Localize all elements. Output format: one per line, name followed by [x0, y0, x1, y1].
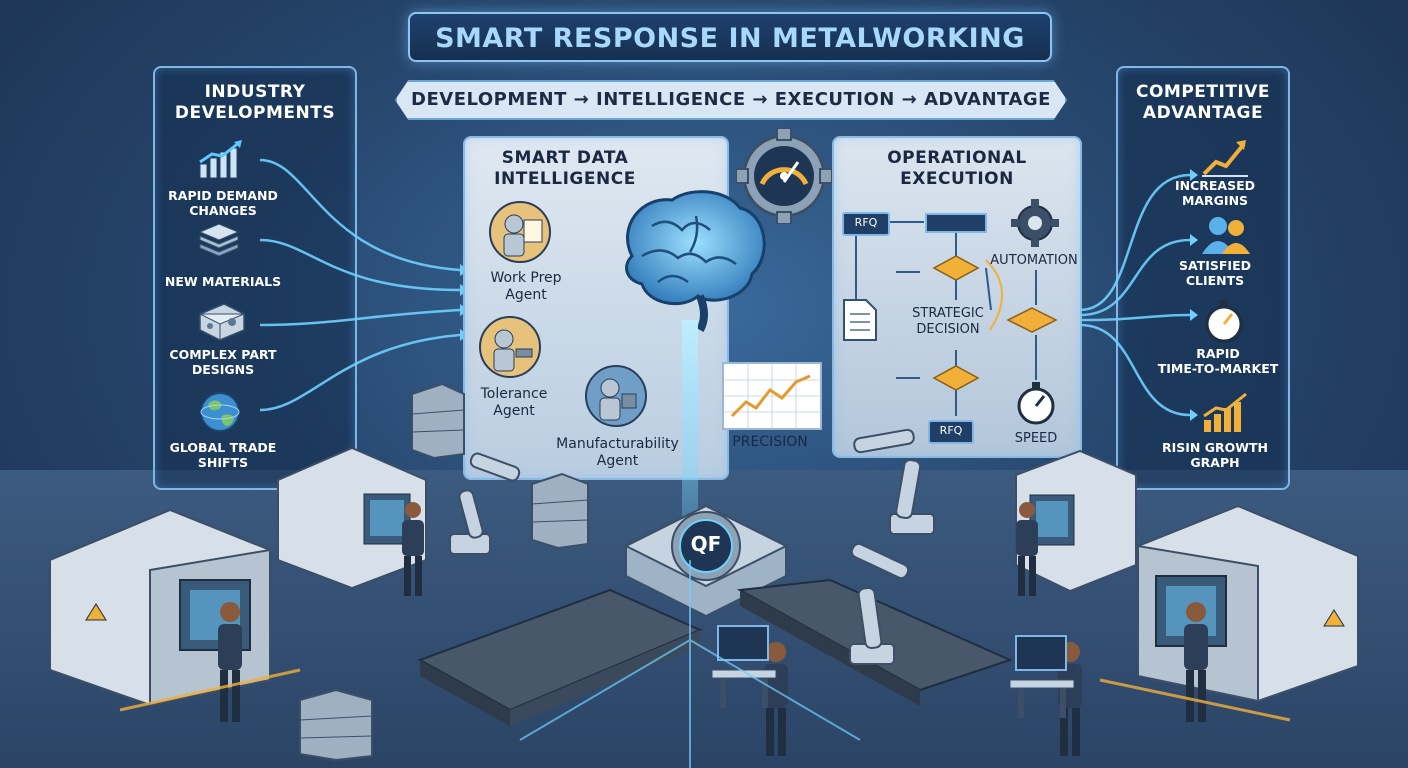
- intelligence-title-line2: INTELLIGENCE: [494, 169, 636, 189]
- industry-item-4-line2: SHIFTS: [197, 455, 249, 470]
- intelligence-title-line1: SMART DATA: [501, 148, 629, 168]
- conveyor-left: [417, 588, 703, 726]
- industry-title-line2: DEVELOPMENTS: [174, 103, 336, 123]
- rfq-bottom-box: RFQ: [928, 420, 974, 444]
- performance-gauge-icon: [736, 128, 832, 224]
- title-banner: SMART RESPONSE IN METALWORKING: [408, 12, 1052, 62]
- rising-chart-icon: [199, 140, 242, 179]
- execution-title-line1: OPERATIONAL: [887, 148, 1027, 168]
- automation-gear-icon: [1011, 199, 1059, 247]
- industry-item-3-line2: DESIGNS: [191, 362, 255, 377]
- advantage-title-line1: COMPETITIVE: [1135, 82, 1271, 102]
- brain-icon: [625, 190, 766, 332]
- agent-3-line1: Manufacturability: [556, 436, 679, 452]
- worker-figure: [218, 602, 242, 722]
- worker-figure: [1184, 602, 1208, 722]
- growth-graph-icon: [1203, 392, 1247, 432]
- decision-line1: STRATEGIC: [912, 306, 984, 321]
- page-title: SMART RESPONSE IN METALWORKING: [435, 23, 1025, 54]
- worker-figure: [402, 502, 424, 596]
- storage-rack: [299, 688, 373, 762]
- people-icon: [1202, 217, 1250, 254]
- globe-icon: [200, 392, 240, 432]
- agent-3-line2: Agent: [596, 453, 639, 469]
- agent-1-line2: Agent: [505, 287, 547, 303]
- industry-title-line1: INDUSTRY: [204, 82, 306, 102]
- precision-chart-icon: [724, 364, 820, 428]
- rfq-top-box: RFQ: [842, 212, 890, 236]
- robot-agent-icon: [489, 201, 551, 263]
- robotic-arm: [449, 452, 521, 555]
- advantage-item-4-line2: GRAPH: [1190, 455, 1240, 470]
- advantage-item-4-line1: RISIN GROWTH: [1161, 440, 1269, 455]
- output-flow-lines: [1080, 169, 1198, 421]
- hub-label: QF: [690, 532, 722, 556]
- flow-ribbon: DEVELOPMENT → INTELLIGENCE → EXECUTION →…: [395, 80, 1067, 120]
- robot-agent-icon: [479, 316, 541, 378]
- cnc-machine-left: [49, 508, 271, 707]
- floor-data-lines: [119, 560, 1291, 768]
- agent-2-line1: Tolerance: [480, 386, 548, 402]
- industry-item-1-line2: CHANGES: [189, 203, 257, 218]
- robot-agent-icon: [585, 365, 647, 427]
- advantage-item-1-line2: MARGINS: [1181, 193, 1249, 208]
- industry-item-3-line1: COMPLEX PART: [169, 347, 277, 362]
- machined-part-icon: [199, 303, 245, 341]
- rising-chart-icon: [1202, 140, 1248, 177]
- material-stack-icon: [198, 223, 240, 257]
- storage-rack: [531, 472, 589, 550]
- flow-ribbon-text: DEVELOPMENT → INTELLIGENCE → EXECUTION →…: [411, 89, 1051, 110]
- industry-item-4-line1: GLOBAL TRADE: [169, 440, 277, 455]
- execution-flowchart: [855, 213, 1058, 416]
- advantage-item-2-line2: CLIENTS: [1185, 273, 1245, 288]
- precision-chart: [722, 362, 822, 430]
- stopwatch-icon: [1205, 300, 1243, 343]
- competitive-advantage-panel: COMPETITIVE ADVANTAGE: [1116, 66, 1290, 490]
- industry-item-2-line1: NEW MATERIALS: [164, 274, 282, 289]
- robotic-arm: [853, 428, 935, 535]
- advantage-item-2-line1: SATISFIED: [1179, 258, 1251, 273]
- industry-item-1-line1: RAPID DEMAND: [168, 188, 278, 203]
- automation-label: AUTOMATION: [990, 253, 1078, 268]
- agent-2-line2: Agent: [493, 403, 535, 419]
- robotic-arm: [849, 542, 910, 665]
- storage-rack: [411, 382, 465, 460]
- execution-title-line2: EXECUTION: [900, 169, 1014, 189]
- advantage-title-line2: ADVANTAGE: [1142, 103, 1264, 123]
- speed-label: SPEED: [1014, 431, 1058, 446]
- worker-figure: [1016, 502, 1038, 596]
- industry-developments-panel: INDUSTRY DEVELOPMENTS: [153, 66, 357, 490]
- precision-label: PRECISION: [732, 434, 808, 450]
- computer-workstation: [712, 625, 777, 708]
- advantage-item-1-line1: INCREASED: [1174, 178, 1256, 193]
- agent-1-line1: Work Prep: [490, 270, 562, 286]
- advantage-item-3-line2: TIME-TO-MARKET: [1157, 361, 1279, 376]
- speed-stopwatch-icon: [1017, 382, 1055, 425]
- data-beam: [682, 320, 698, 520]
- computer-workstation: [1010, 635, 1075, 718]
- document-icon: [843, 299, 877, 341]
- advantage-item-3-line1: RAPID: [1196, 346, 1240, 361]
- decision-line2: DECISION: [916, 322, 980, 337]
